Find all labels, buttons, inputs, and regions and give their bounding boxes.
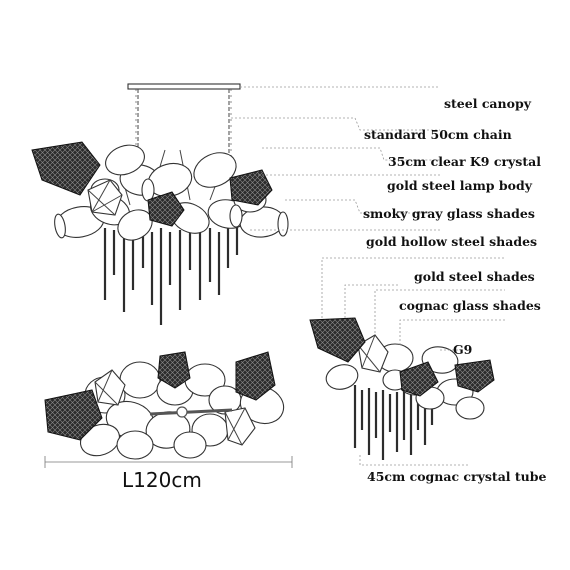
side-view-drawing	[309, 317, 495, 460]
label-crystal: 35cm clear K9 crystal	[388, 154, 541, 169]
length-dimension-line	[44, 456, 293, 468]
front-view-drawing	[31, 83, 289, 325]
label-crystal-tube: 45cm cognac crystal tube	[367, 469, 546, 484]
k9-crystal-top	[94, 369, 256, 446]
top-view-drawing	[44, 351, 293, 468]
label-g9: G9	[453, 342, 472, 357]
dimension-length: L120cm	[122, 468, 202, 492]
k9-crystal-front	[87, 179, 123, 216]
leader-lines	[231, 86, 505, 466]
crystal-tubes-front	[103, 226, 239, 325]
smoky-shades-side	[309, 317, 495, 397]
label-steel-canopy: steel canopy	[444, 96, 532, 111]
smoky-shades-front	[31, 141, 273, 227]
label-cognac-shades: cognac glass shades	[399, 298, 541, 313]
k9-crystal-side	[357, 334, 389, 373]
label-hollow-shades: gold hollow steel shades	[366, 234, 537, 249]
chain-right	[228, 89, 232, 160]
glass-shades-top	[79, 361, 285, 460]
label-lamp-body: gold steel lamp body	[387, 178, 533, 193]
label-chain: standard 50cm chain	[364, 127, 512, 142]
lamp-body-bar-top	[149, 406, 233, 418]
smoky-shades-top	[44, 351, 276, 441]
steel-canopy	[127, 83, 241, 90]
label-steel-shades: gold steel shades	[414, 269, 535, 284]
label-smoky-shades: smoky gray glass shades	[363, 206, 535, 221]
shade-openings-front	[54, 178, 289, 239]
